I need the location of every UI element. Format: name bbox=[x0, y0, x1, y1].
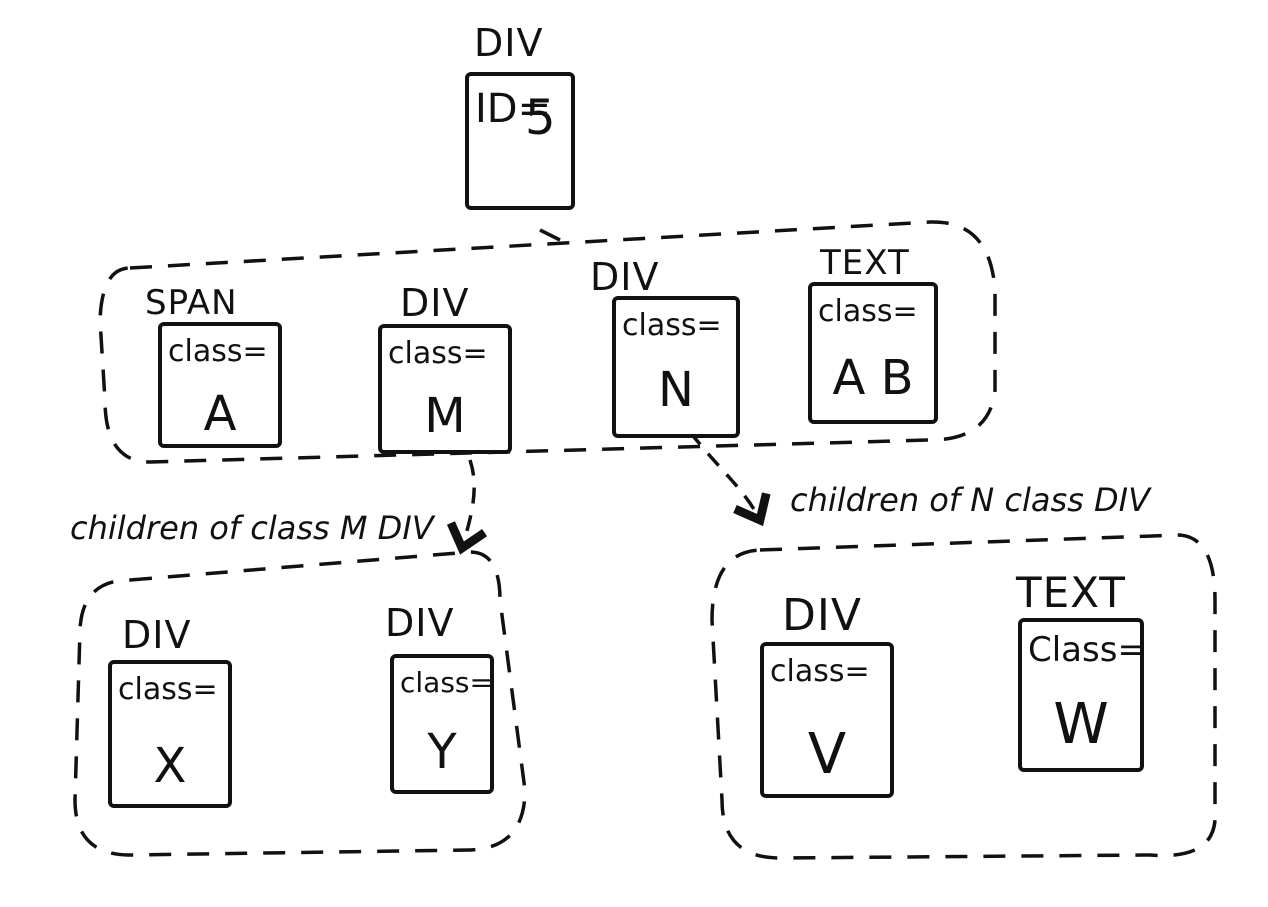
m-children-group-outline bbox=[73, 550, 527, 857]
m-child-tag-label: DIV bbox=[122, 613, 192, 657]
level1-tag-label: DIV bbox=[590, 255, 660, 299]
m-children-group-label: children of class M DIV bbox=[70, 509, 434, 547]
n-child-tag-label: DIV bbox=[782, 590, 862, 641]
m-child-node: class= Y bbox=[390, 654, 494, 794]
m-child-node: class= X bbox=[108, 660, 232, 808]
level1-node-key: class= bbox=[168, 334, 268, 369]
level1-node: class= M bbox=[378, 324, 512, 454]
level1-tag-label: SPAN bbox=[145, 283, 238, 323]
level1-group-outline bbox=[98, 220, 997, 464]
level1-node-value: A bbox=[203, 386, 237, 442]
m-child-tag-label: DIV bbox=[385, 601, 455, 645]
n-children-group-label: children of N class DIV bbox=[790, 481, 1150, 519]
level1-tag-label: TEXT bbox=[820, 243, 910, 283]
level1-node-value: A B bbox=[832, 350, 914, 406]
n-child-node-key: class= bbox=[770, 654, 870, 689]
n-child-node: Class= W bbox=[1018, 618, 1146, 772]
n-child-node-value: W bbox=[1053, 692, 1109, 757]
m-children-arrow bbox=[446, 459, 488, 555]
level1-tag-label: DIV bbox=[400, 281, 470, 325]
root-node-key: ID= bbox=[475, 86, 552, 132]
n-child-node-value: V bbox=[807, 722, 847, 787]
root-link bbox=[539, 228, 561, 242]
level1-node: class= A bbox=[158, 322, 282, 448]
n-child-node-key: Class= bbox=[1028, 630, 1146, 670]
n-child-tag-label: TEXT bbox=[1016, 568, 1126, 617]
root-tag-label: DIV bbox=[474, 21, 544, 65]
level1-node-key: class= bbox=[818, 294, 918, 329]
level1-node-value: M bbox=[424, 388, 466, 444]
m-child-node-key: class= bbox=[118, 672, 218, 707]
m-child-node-key: class= bbox=[400, 666, 493, 699]
n-children-arrow bbox=[688, 430, 771, 527]
m-child-node-value: X bbox=[153, 738, 187, 794]
level1-node-key: class= bbox=[622, 308, 722, 343]
level1-node: class= A B bbox=[808, 282, 938, 424]
m-child-node-value: Y bbox=[427, 724, 457, 780]
level1-node: class= N bbox=[612, 296, 740, 438]
level1-node-value: N bbox=[658, 362, 694, 418]
level1-node-key: class= bbox=[388, 336, 488, 371]
n-children-group-outline bbox=[710, 533, 1217, 860]
root-node-value: 5 bbox=[525, 90, 556, 146]
root-node: ID= 5 bbox=[465, 72, 575, 210]
n-child-node: class= V bbox=[760, 642, 894, 798]
